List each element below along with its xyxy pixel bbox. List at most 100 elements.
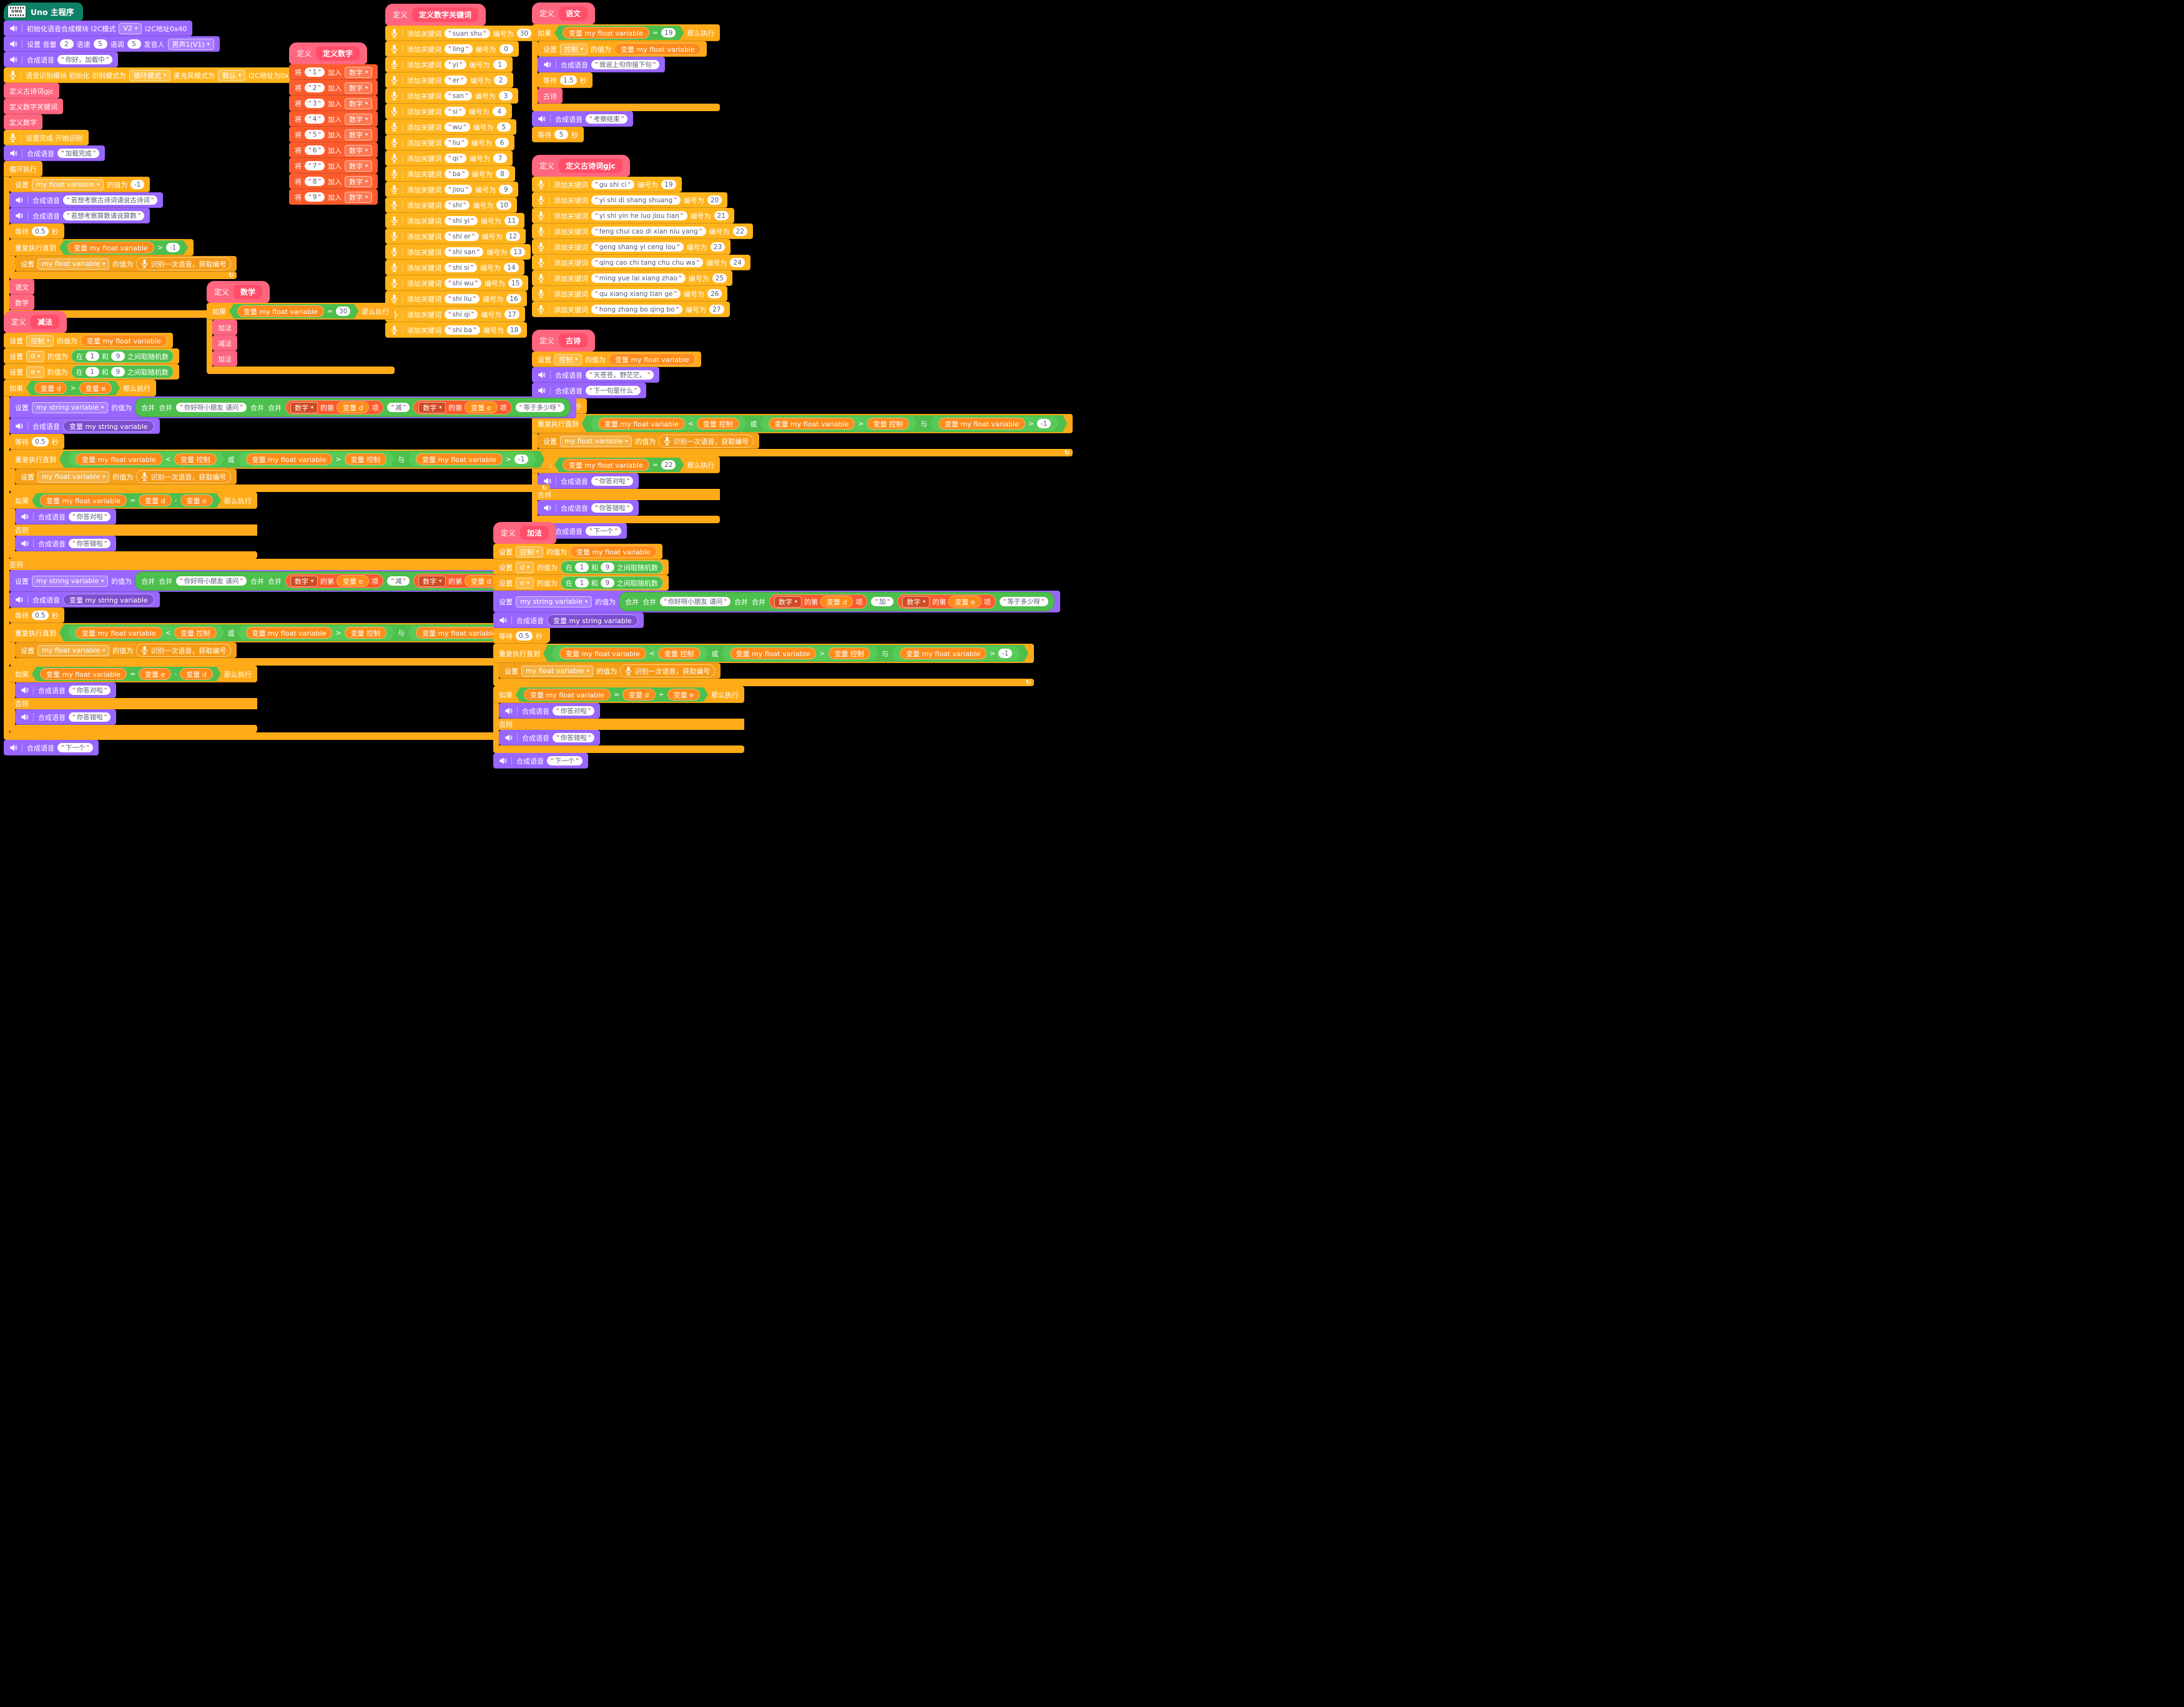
variable-pill[interactable]: 变量 my float variable: [938, 418, 1025, 430]
variable-pill[interactable]: 变量 my float variable: [730, 647, 817, 659]
string-input[interactable]: "你答错啦": [591, 503, 634, 513]
string-input[interactable]: "suan shu": [445, 29, 490, 38]
number-input[interactable]: 1: [86, 352, 99, 361]
number-input[interactable]: 0.5: [32, 611, 49, 620]
variable-pill[interactable]: 变量 d: [336, 401, 370, 413]
string-input[interactable]: "加": [871, 597, 894, 606]
statement-block[interactable]: 合成语音"我说上句你接下句": [538, 57, 666, 72]
c-block-header[interactable]: 重复执行直到变量 my float variable<变量 控制或变量 my f…: [493, 644, 1035, 663]
dropdown-field[interactable]: 数字▾: [345, 97, 373, 109]
dropdown-field[interactable]: 数字▾: [418, 401, 446, 413]
statement-block[interactable]: 合成语音"你答对啦": [15, 682, 117, 698]
number-input[interactable]: 0.5: [32, 227, 49, 236]
statement-block[interactable]: 合成语音"你好，加载中": [4, 52, 119, 67]
c-block-header[interactable]: 重复执行直到变量 my float variable>-1: [9, 239, 194, 256]
boolean-block[interactable]: 变量 my float variable=变量 d-变量 e: [32, 493, 221, 508]
number-input[interactable]: 20: [707, 195, 722, 205]
string-input[interactable]: "qu xiang xiang tian ge": [591, 289, 681, 298]
string-input[interactable]: "1": [305, 67, 325, 77]
define-hat-block[interactable]: 定义数学: [207, 281, 270, 303]
number-input[interactable]: 1: [574, 578, 589, 588]
variable-pill[interactable]: 变量 my float variable: [570, 546, 657, 558]
variable-pill[interactable]: 变量 e: [948, 596, 981, 608]
boolean-block[interactable]: 变量 my float variable>变量 控制: [760, 416, 918, 431]
boolean-block[interactable]: 变量 my float variable<变量 控制: [590, 416, 747, 431]
statement-block[interactable]: 合成语音"天苍苍，野茫茫。": [532, 367, 660, 383]
string-input[interactable]: "shi": [445, 200, 470, 210]
variable-pill[interactable]: 变量 my float variable: [40, 494, 127, 506]
number-input[interactable]: -1: [130, 180, 145, 189]
string-input[interactable]: "等于多少呀": [999, 597, 1048, 606]
dropdown-field[interactable]: d▾: [516, 561, 534, 573]
string-input[interactable]: "你答错啦": [553, 733, 595, 742]
boolean-block[interactable]: 变量 my float variable<变量 控制: [67, 626, 225, 640]
statement-block[interactable]: 将"6"加入数字▾: [289, 142, 378, 158]
string-input[interactable]: "si": [445, 107, 466, 116]
variable-pill[interactable]: 变量 控制: [867, 418, 910, 430]
variable-pill[interactable]: 变量 my float variable: [769, 418, 855, 430]
string-input[interactable]: "yi": [445, 60, 466, 69]
string-input[interactable]: "shi ba": [445, 325, 480, 335]
string-input[interactable]: "shi liu": [445, 294, 480, 303]
string-input[interactable]: "你好呀小朋友 请问": [176, 576, 247, 586]
boolean-block[interactable]: 变量 my float variable>-1: [59, 240, 188, 255]
reporter-block[interactable]: 识别一次语音，获取编号: [136, 257, 232, 270]
reporter-block[interactable]: 识别一次语音，获取编号: [620, 664, 716, 677]
number-input[interactable]: 1: [85, 367, 99, 376]
string-input[interactable]: "3": [305, 99, 325, 108]
statement-block[interactable]: 合成语音"下一个": [493, 753, 588, 769]
number-input[interactable]: 9: [111, 367, 125, 376]
dropdown-field[interactable]: e▾: [516, 577, 534, 589]
string-input[interactable]: "你好呀小朋友 请问": [660, 597, 730, 606]
number-input[interactable]: 2: [59, 39, 74, 49]
c-loop-block[interactable]: 重复执行直到变量 my float variable<变量 控制或变量 my f…: [9, 623, 551, 666]
string-input[interactable]: "你好呀小朋友 请问": [176, 403, 247, 412]
number-input[interactable]: 0.5: [516, 631, 533, 641]
number-input[interactable]: 6: [494, 138, 509, 147]
boolean-block[interactable]: 变量 d>变量 e: [26, 381, 120, 395]
statement-block[interactable]: 合成语音"你答对啦": [499, 703, 601, 719]
define-hat-block[interactable]: 定义古诗: [532, 330, 596, 352]
dropdown-field[interactable]: V2▾: [119, 22, 142, 34]
variable-pill[interactable]: 变量 控制: [829, 647, 871, 659]
dropdown-field[interactable]: my float variable▾: [32, 179, 104, 190]
dropdown-field[interactable]: 数字▾: [290, 575, 318, 587]
number-input[interactable]: -1: [998, 649, 1012, 658]
dropdown-field[interactable]: 控制▾: [554, 353, 583, 365]
variable-pill[interactable]: 变量 my float variable: [598, 418, 685, 430]
statement-block[interactable]: 合成语音"考察结束": [532, 111, 634, 127]
number-input[interactable]: 9: [600, 578, 614, 588]
string-input[interactable]: "4": [305, 114, 325, 124]
procedure-call-block[interactable]: 定义数字: [4, 114, 42, 130]
variable-pill[interactable]: 变量 my float variable: [900, 647, 986, 659]
procedure-call-block[interactable]: 定义古诗词gjc: [4, 83, 60, 99]
define-hat-block[interactable]: 定义定义数字关键词: [385, 4, 486, 26]
dropdown-field[interactable]: e▾: [26, 366, 44, 378]
statement-block[interactable]: 合成语音"你答错啦": [499, 730, 601, 745]
variable-pill[interactable]: 变量 my float variable: [76, 627, 162, 639]
boolean-block[interactable]: 变量 my float variable>-1: [892, 646, 1020, 661]
boolean-block[interactable]: 变量 my float variable<变量 控制或变量 my float v…: [582, 415, 1067, 432]
string-input[interactable]: "8": [305, 177, 325, 186]
string-input[interactable]: "下一句是什么": [586, 386, 641, 395]
number-input[interactable]: 22: [661, 460, 676, 470]
dropdown-field[interactable]: 数字▾: [345, 191, 373, 203]
string-input[interactable]: "ling": [445, 44, 473, 54]
number-input[interactable]: 23: [710, 242, 726, 252]
statement-block[interactable]: 合成语音"下一个": [4, 740, 99, 755]
statement-block[interactable]: 设置完成 开始识别: [4, 130, 89, 145]
dropdown-field[interactable]: 数字▾: [290, 401, 318, 413]
number-input[interactable]: 19: [661, 180, 676, 189]
